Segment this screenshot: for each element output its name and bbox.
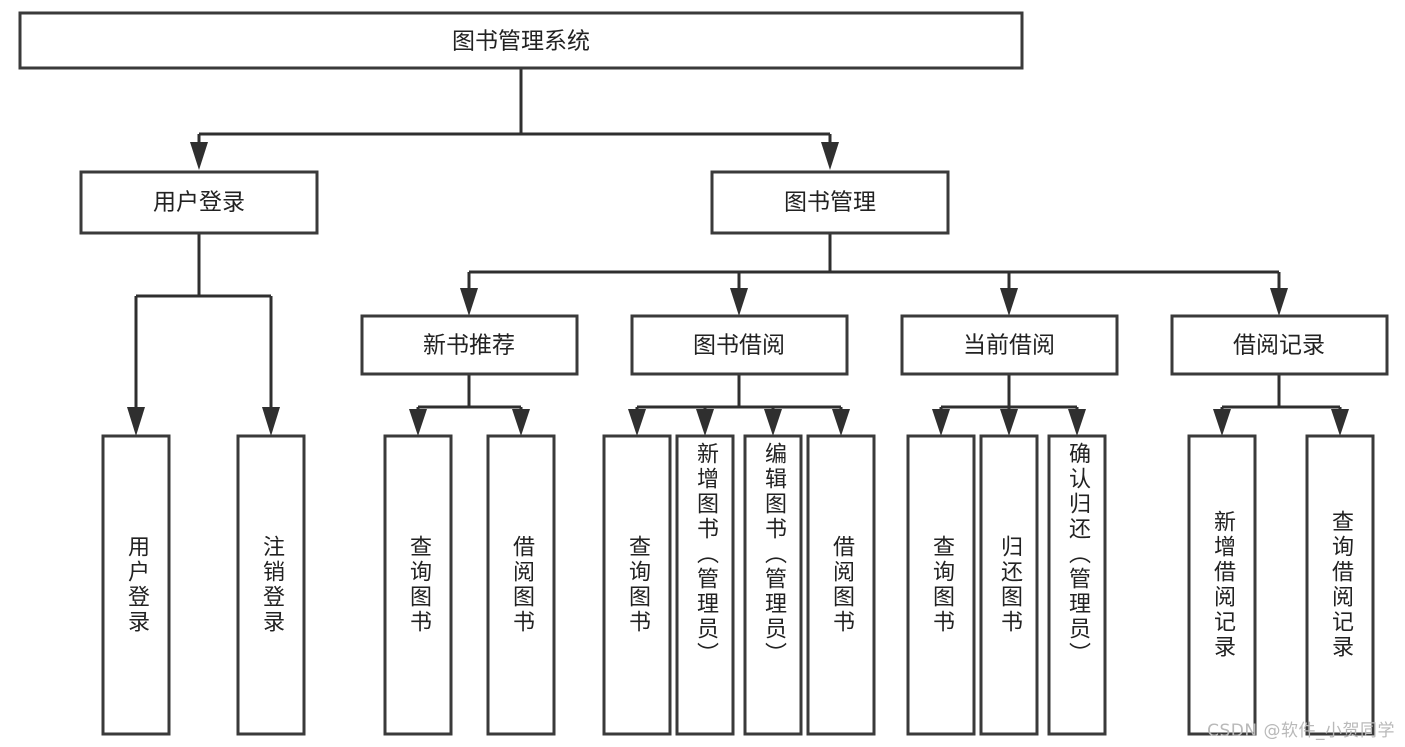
arrow-head-leaf-query-book-1	[409, 409, 427, 436]
arrow-head-leaf-query-record	[1331, 409, 1349, 436]
node-leaf-edit-book-box[interactable]	[743, 434, 803, 736]
arrow-head-book-management	[821, 142, 839, 170]
arrow-head-leaf-borrow-book-1	[512, 409, 530, 436]
node-new-book-recommend[interactable]: 新书推荐	[360, 314, 579, 376]
node-leaf-confirm-return-box[interactable]	[1047, 434, 1107, 736]
node-leaf-borrow-book-1-box[interactable]	[486, 434, 556, 736]
arrow-head-leaf-add-record	[1213, 409, 1231, 436]
node-leaf-return-book[interactable]	[979, 434, 1039, 736]
node-new-book-recommend-box[interactable]	[360, 314, 579, 376]
node-borrow-record-box[interactable]	[1170, 314, 1389, 376]
node-borrow-record[interactable]: 借阅记录	[1170, 314, 1389, 376]
arrow-head-user-login	[190, 142, 208, 170]
arrow-head-leaf-add-book	[696, 409, 714, 436]
node-current-borrow[interactable]: 当前借阅	[900, 314, 1119, 376]
arrow-head-new-book-recommend	[460, 288, 478, 316]
node-book-management-label: 图书管理	[784, 190, 876, 216]
arrow-head-leaf-query-book-3	[932, 409, 950, 436]
node-leaf-borrow-book-1[interactable]	[486, 434, 556, 736]
node-leaf-query-book-2-box[interactable]	[602, 434, 672, 736]
node-leaf-query-book-3[interactable]	[906, 434, 976, 736]
node-leaf-query-book-1[interactable]	[383, 434, 453, 736]
csdn-watermark: CSDN @软件_小贺同学	[1207, 721, 1395, 741]
node-current-borrow-box[interactable]	[900, 314, 1119, 376]
connector-group-book-management-to-level3	[460, 233, 1288, 316]
node-user-login[interactable]: 用户登录	[79, 170, 319, 235]
node-leaf-user-login[interactable]	[101, 434, 171, 736]
arrow-head-leaf-edit-book	[764, 409, 782, 436]
node-user-login-label: 用户登录	[153, 190, 245, 216]
node-leaf-query-book-1-box[interactable]	[383, 434, 453, 736]
node-leaf-add-record-box[interactable]	[1187, 434, 1257, 736]
node-leaf-query-record[interactable]	[1305, 434, 1375, 736]
node-book-management-box[interactable]	[710, 170, 950, 235]
node-leaf-edit-book[interactable]	[743, 434, 803, 736]
arrow-head-leaf-query-book-2	[628, 409, 646, 436]
node-leaf-add-book[interactable]	[675, 434, 735, 736]
arrow-head-leaf-confirm-return	[1068, 409, 1086, 436]
connector-group-borrow-record-to-leaves	[1213, 374, 1349, 436]
connector-group-root-to-level2	[190, 68, 839, 170]
node-new-book-recommend-label: 新书推荐	[423, 333, 515, 359]
connector-group-current-borrow-to-leaves	[932, 374, 1086, 436]
arrow-head-leaf-user-login	[127, 407, 145, 436]
node-leaf-borrow-book-2[interactable]	[806, 434, 876, 736]
node-current-borrow-label: 当前借阅	[963, 333, 1055, 359]
node-book-borrow-box[interactable]	[630, 314, 849, 376]
arrow-head-leaf-logout-login	[262, 407, 280, 436]
node-leaf-logout-login-box[interactable]	[236, 434, 306, 736]
node-book-management[interactable]: 图书管理	[710, 170, 950, 235]
node-leaf-query-book-3-box[interactable]	[906, 434, 976, 736]
connector-group-new-book-recommend-to-leaves	[409, 374, 530, 436]
arrow-head-borrow-record	[1270, 288, 1288, 316]
node-leaf-query-book-2[interactable]	[602, 434, 672, 736]
arrow-head-leaf-borrow-book-2	[832, 409, 850, 436]
node-root-system[interactable]: 图书管理系统	[18, 11, 1024, 70]
node-book-borrow-label: 图书借阅	[693, 333, 785, 359]
node-leaf-logout-login[interactable]	[236, 434, 306, 736]
node-leaf-user-login-box[interactable]	[101, 434, 171, 736]
connector-group-book-borrow-to-leaves	[628, 374, 850, 436]
arrow-head-leaf-return-book	[1000, 409, 1018, 436]
node-root-system-label: 图书管理系统	[452, 29, 590, 55]
node-leaf-return-book-box[interactable]	[979, 434, 1039, 736]
node-leaf-query-record-box[interactable]	[1305, 434, 1375, 736]
node-leaf-confirm-return[interactable]	[1047, 434, 1107, 736]
node-borrow-record-label: 借阅记录	[1233, 333, 1325, 359]
node-user-login-box[interactable]	[79, 170, 319, 235]
node-leaf-add-book-box[interactable]	[675, 434, 735, 736]
node-book-borrow[interactable]: 图书借阅	[630, 314, 849, 376]
node-leaf-add-record[interactable]	[1187, 434, 1257, 736]
arrow-head-book-borrow	[730, 288, 748, 316]
node-root-system-box[interactable]	[18, 11, 1024, 70]
arrow-head-current-borrow	[1000, 288, 1018, 316]
node-leaf-borrow-book-2-box[interactable]	[806, 434, 876, 736]
connector-group-user-login-to-leaves	[127, 233, 280, 436]
